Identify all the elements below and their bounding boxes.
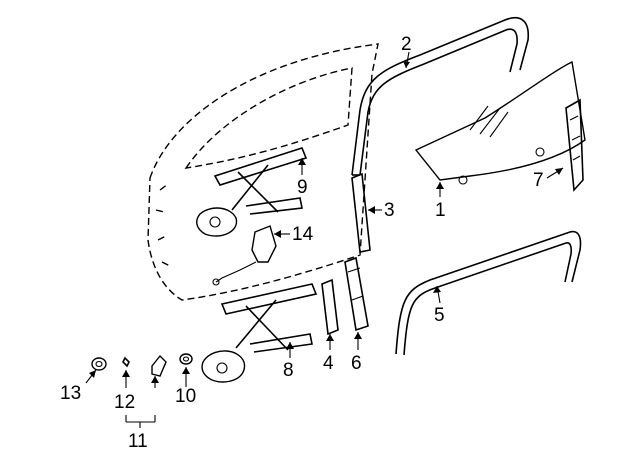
part-9-window-regulator-upper [196, 147, 308, 237]
callout-2: 2 [401, 34, 412, 55]
callout-3: 3 [384, 200, 395, 221]
callout-11: 11 [128, 431, 148, 452]
callout-4: 4 [323, 353, 334, 374]
part-8-window-regulator-lower [201, 283, 318, 383]
part-14-regulator-motor [212, 225, 277, 286]
part-12-clip [122, 356, 130, 368]
callout-5: 5 [434, 305, 445, 326]
part-10-nut [179, 353, 193, 365]
door-shell-outline [147, 43, 379, 301]
part-11-bracket [151, 354, 167, 377]
callout-6: 6 [351, 353, 362, 374]
part-5-glass-run [395, 230, 582, 356]
part-6-channel [344, 256, 369, 332]
callout-13: 13 [60, 383, 81, 404]
part-4-channel [321, 278, 339, 336]
callout-14: 14 [292, 224, 314, 245]
callout-10: 10 [175, 386, 196, 407]
callout-7: 7 [533, 170, 544, 191]
callout-9: 9 [297, 177, 308, 198]
leader-arrowheads [89, 61, 563, 383]
part-3-front-channel [351, 172, 371, 253]
callout-1: 1 [435, 200, 446, 221]
part-1-door-glass [414, 60, 586, 185]
callout-12: 12 [114, 392, 135, 413]
part-13-grommet [91, 357, 107, 371]
part-7-rear-channel [565, 98, 584, 192]
callout-8: 8 [283, 360, 294, 381]
